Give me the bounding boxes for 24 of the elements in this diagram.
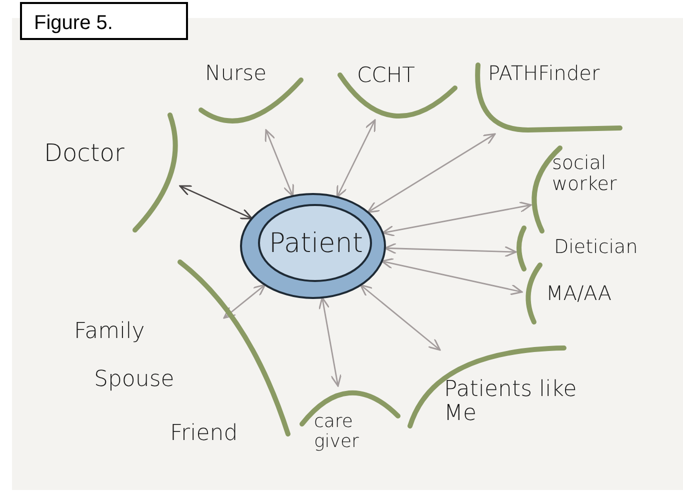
double-arrow (318, 296, 342, 387)
role-label: Nurse (205, 62, 268, 86)
role-label: Spouse (94, 368, 176, 392)
double-arrow (179, 185, 253, 220)
figure-title: Figure 5. (20, 2, 188, 40)
role-label: PATHFinder (488, 62, 601, 84)
role-label: Family (74, 320, 146, 344)
double-arrow (382, 201, 532, 237)
double-arrow (336, 119, 376, 198)
double-arrow (381, 258, 523, 296)
double-arrow (223, 284, 266, 319)
double-arrow (264, 129, 294, 197)
double-arrow (360, 284, 441, 351)
role-label: care giver (314, 412, 360, 452)
role-label: CCHT (357, 64, 416, 88)
double-arrow (384, 242, 517, 258)
role-label: Doctor (44, 140, 126, 166)
double-arrow (367, 133, 496, 214)
role-label: Dietician (554, 237, 639, 258)
role-label: social worker (552, 153, 618, 195)
role-label: Friend (170, 422, 239, 446)
node-label: Patient (268, 229, 364, 259)
role-label: MA/AA (546, 282, 613, 304)
role-label: Patients like Me (444, 378, 578, 426)
